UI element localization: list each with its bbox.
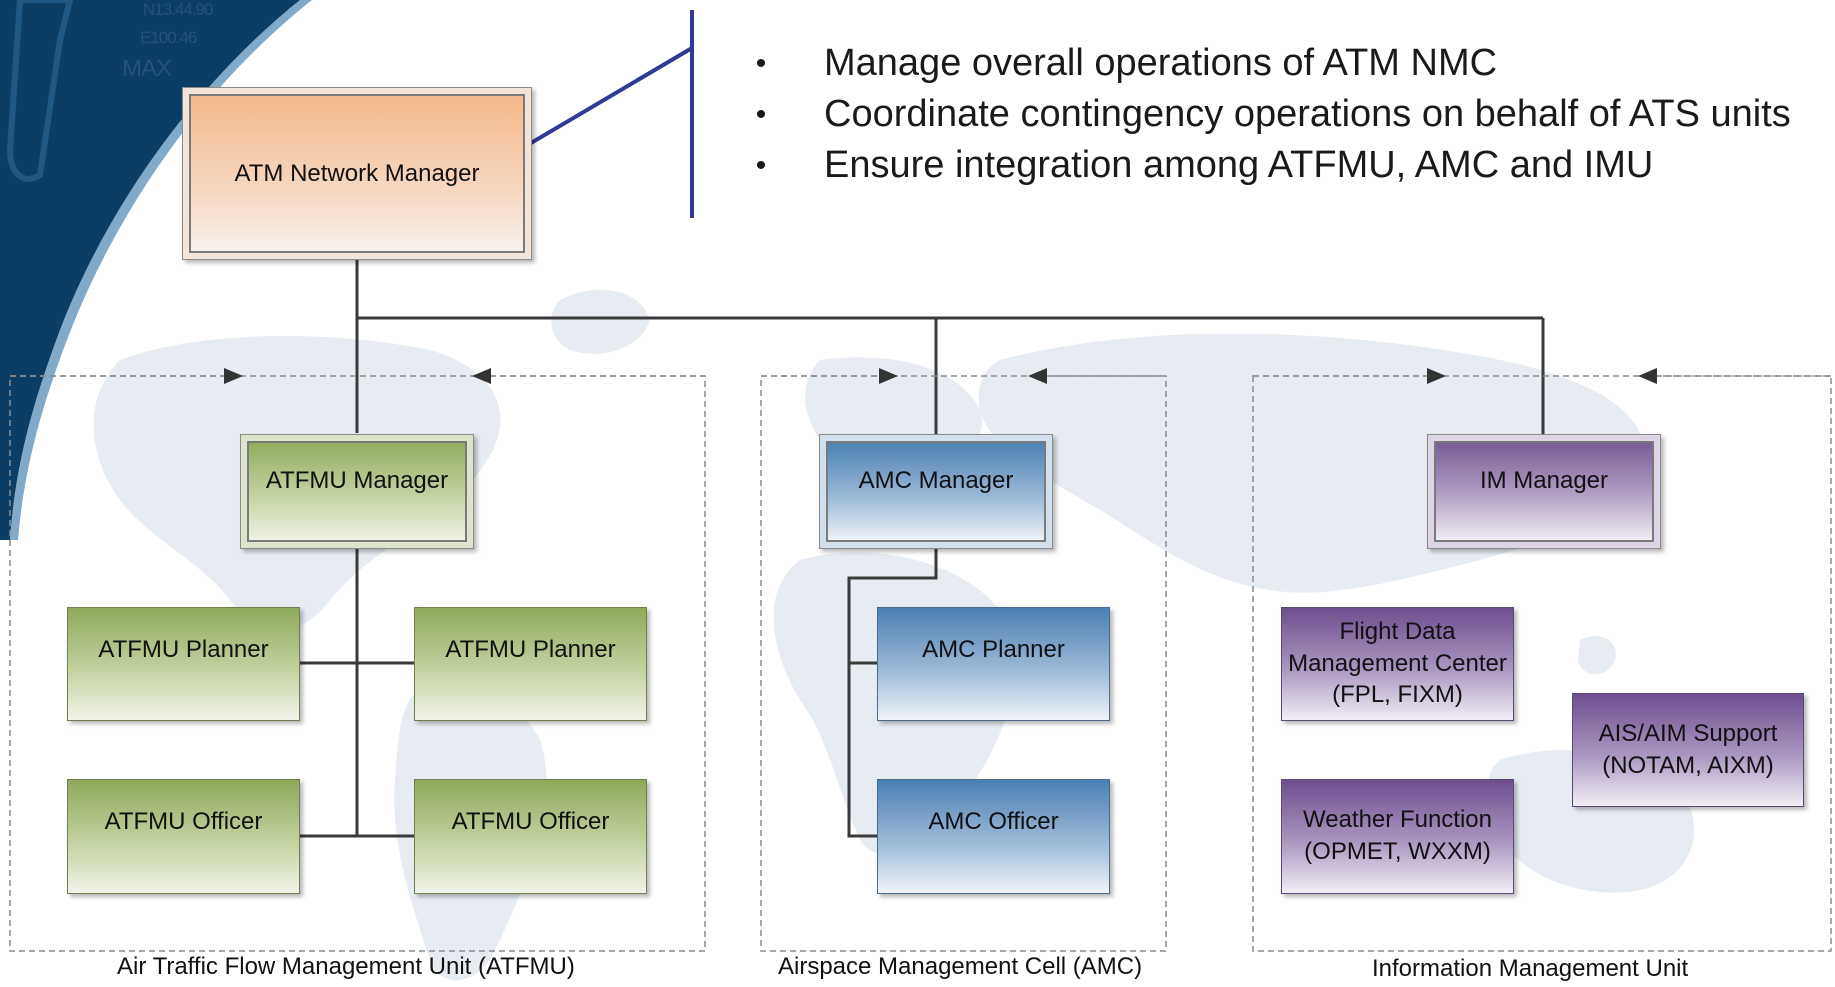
responsibility-item: •Coordinate contingency operations on be… [746, 89, 1791, 140]
amc-manager-label: AMC Manager [858, 467, 1014, 494]
ais-aim-support-box: AIS/AIM Support (NOTAM, AIXM) [1572, 693, 1804, 807]
atfmu-planner-1-box: ATFMU Planner [67, 607, 300, 721]
unit-borders [9, 375, 1832, 952]
ais-aim-support-label: AIS/AIM Support (NOTAM, AIXM) [1598, 720, 1778, 779]
amc-border [760, 375, 1167, 952]
unit-arrowheads [224, 368, 1657, 384]
atfmu-planner-1-label: ATFMU Planner [98, 636, 269, 663]
flight-data-management-center-label: Flight Data Management Center (FPL, FIXM… [1288, 618, 1507, 709]
amc-manager-box: AMC Manager [819, 434, 1053, 549]
im-manager-label: IM Manager [1479, 467, 1609, 494]
atfmu-planner-2-label: ATFMU Planner [445, 636, 616, 663]
amc-officer-box: AMC Officer [877, 779, 1110, 894]
im-manager-box: IM Manager [1427, 434, 1661, 549]
imu-unit-label: Information Management Unit [1372, 955, 1689, 982]
bullet-icon: • [755, 47, 767, 80]
corner-device-outline [6, 0, 74, 182]
im-border [1252, 375, 1832, 952]
atfmu-unit-label: Air Traffic Flow Management Unit (ATFMU) [117, 953, 575, 980]
flight-data-management-center-box: Flight Data Management Center (FPL, FIXM… [1281, 607, 1514, 721]
atm-network-manager-box: ATM Network Manager [182, 87, 532, 260]
amc-officer-label: AMC Officer [928, 808, 1059, 835]
responsibility-item: •Ensure integration among ATFMU, AMC and… [746, 140, 1791, 191]
weather-function-box: Weather Function (OPMET, WXXM) [1281, 779, 1514, 894]
corner-text-2: E100.46 [140, 28, 197, 47]
responsibility-item: •Manage overall operations of ATM NMC [746, 38, 1791, 89]
arrowhead [1638, 368, 1657, 384]
corner-text-1: N13.44.90 [143, 0, 213, 19]
corner-text-3: MAX [122, 55, 172, 82]
atfmu-planner-2-box: ATFMU Planner [414, 607, 647, 721]
atfmu-manager-label: ATFMU Manager [265, 467, 449, 494]
amc-unit-label: Airspace Management Cell (AMC) [778, 953, 1143, 980]
bullet-icon: • [755, 149, 767, 182]
atm-network-manager-label: ATM Network Manager [234, 159, 480, 187]
atfmu-officer-1-box: ATFMU Officer [67, 779, 300, 894]
arrowhead [1427, 368, 1446, 384]
arrowhead [879, 368, 898, 384]
responsibilities-list: •Manage overall operations of ATM NMC •C… [746, 38, 1791, 191]
arrowhead [224, 368, 243, 384]
atfmu-border [9, 375, 706, 952]
callout-line [529, 46, 694, 145]
amc-planner-label: AMC Planner [922, 636, 1065, 663]
amc-planner-box: AMC Planner [877, 607, 1110, 721]
arrowhead [472, 368, 491, 384]
atfmu-officer-2-box: ATFMU Officer [414, 779, 647, 894]
bullet-icon: • [755, 98, 767, 131]
atfmu-officer-2-label: ATFMU Officer [451, 808, 610, 835]
connector-amc-trunk [847, 548, 938, 838]
corner-swoosh [0, 0, 300, 540]
arrowhead [1028, 368, 1047, 384]
weather-function-label: Weather Function (OPMET, WXXM) [1303, 806, 1492, 865]
atfmu-officer-1-label: ATFMU Officer [104, 808, 263, 835]
atfmu-manager-box: ATFMU Manager [240, 434, 474, 549]
